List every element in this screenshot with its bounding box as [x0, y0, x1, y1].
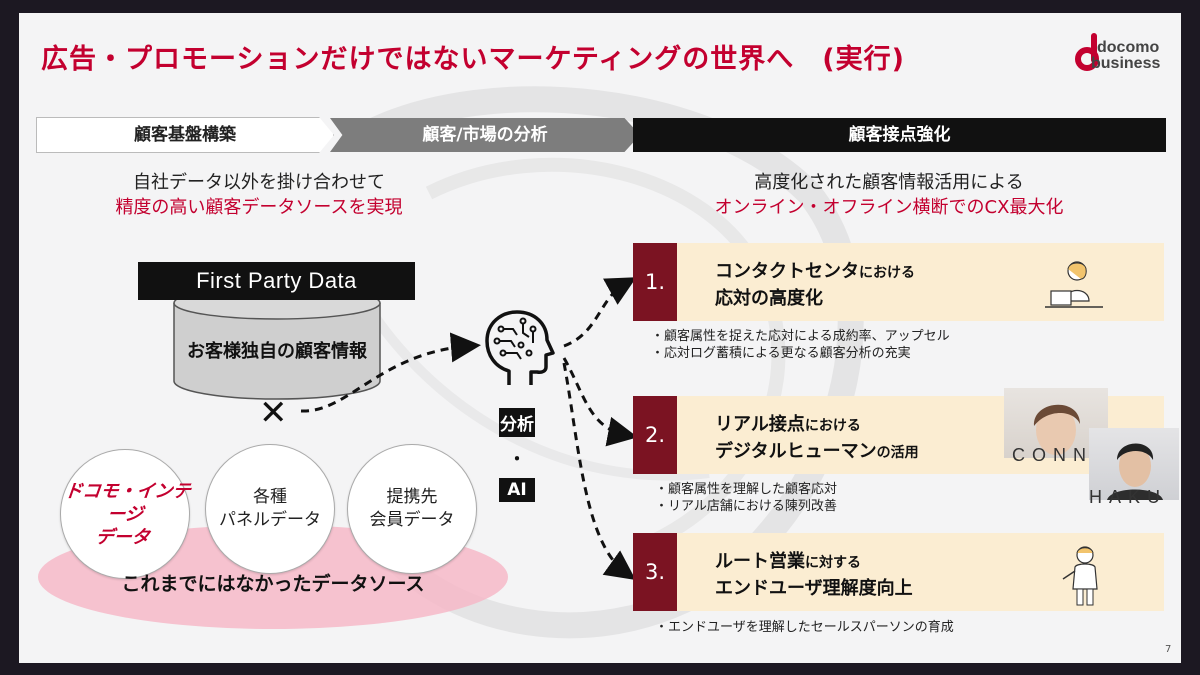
- logo-text-docomo: docomo: [1097, 39, 1160, 56]
- right-subtitle-line2: オンライン・オフライン横断でのCX最大化: [714, 197, 1064, 218]
- haku-label: HAKU: [1089, 487, 1168, 507]
- card-3-head1: ルート営業: [715, 551, 805, 572]
- card-2-bullet-2: ・リアル店舗における陳列改善: [655, 499, 837, 514]
- arrow-to-card1: [563, 277, 637, 348]
- card-3-bullet-1: ・エンドユーザを理解したセールスパーソンの育成: [655, 620, 954, 635]
- circle-docomo-intage: ドコモ・インテージ データ: [60, 449, 192, 579]
- ai-label-dot: ・: [508, 450, 526, 470]
- slide: 広告・プロモーションだけではないマーケティングの世界へ (実行) docomo …: [19, 13, 1181, 663]
- card-2-heading: リアル接点における デジタルヒューマンの活用: [715, 412, 919, 466]
- card-3-heading: ルート営業に対する エンドユーザ理解度向上: [715, 549, 913, 601]
- left-subtitle: 自社データ以外を掛け合わせて 精度の高い顧客データソースを実現: [79, 170, 439, 220]
- circle-member-data-text: 提携先 会員データ: [369, 487, 455, 530]
- page-number: 7: [1165, 644, 1172, 655]
- card-3-head1-small: に対する: [805, 555, 861, 571]
- card-2-bullets: ・顧客属性を理解した顧客応対 ・リアル店舗における陳列改善: [655, 481, 837, 515]
- card-1-bullet-1: ・顧客属性を捉えた応対による成約率、アップセル: [651, 329, 950, 344]
- ai-label-ai: AI: [499, 478, 535, 502]
- cross-symbol: ✕: [259, 393, 288, 433]
- card-contact-center: 1. コンタクトセンタにおける 応対の高度化: [633, 243, 1164, 321]
- ai-brain-head-icon: [485, 310, 555, 385]
- logo-text-business: business: [1091, 55, 1161, 72]
- slide-title: 広告・プロモーションだけではないマーケティングの世界へ (実行): [41, 44, 905, 75]
- card-2-head1: リアル接点: [715, 414, 805, 435]
- card-2-head2: デジタルヒューマン: [715, 441, 877, 462]
- ai-label: 分析 ・ AI: [499, 408, 535, 508]
- left-subtitle-line2: 精度の高い顧客データソースを実現: [115, 197, 403, 218]
- operator-illustration-icon: [1045, 261, 1103, 308]
- card-2-head2-small: の活用: [876, 445, 919, 461]
- card-3-bullets: ・エンドユーザを理解したセールスパーソンの育成: [655, 619, 954, 636]
- digital-human-haku-photo: [1089, 428, 1179, 500]
- right-subtitle: 高度化された顧客情報活用による オンライン・オフライン横断でのCX最大化: [659, 170, 1119, 220]
- card-3-head2: エンドユーザ理解度向上: [715, 578, 913, 599]
- docomo-d-icon: [1075, 33, 1099, 71]
- card-2-head1-small: における: [804, 418, 861, 434]
- card-1-bullet-2: ・応対ログ蓄積による更なる顧客分析の充実: [651, 346, 911, 361]
- docomo-business-logo: docomo business: [1071, 29, 1175, 75]
- flow-arrows: [300, 277, 638, 580]
- card-2-number: 2.: [633, 396, 677, 474]
- step-analysis: 顧客/市場の分析: [330, 118, 640, 152]
- salesperson-illustration-icon: [1062, 546, 1098, 606]
- haku-face-icon: [1107, 443, 1163, 500]
- card-1-head1-small: における: [859, 265, 915, 281]
- step-touchpoint: 顧客接点強化: [633, 118, 1166, 152]
- card-1-head2: 応対の高度化: [715, 288, 823, 309]
- arrow-to-ai: [300, 332, 481, 413]
- card-route-sales: 3. ルート営業に対する エンドユーザ理解度向上: [633, 533, 1164, 611]
- circle-panel-data-text: 各種 パネルデータ: [219, 487, 321, 530]
- card-1-heading: コンタクトセンタにおける 応対の高度化: [715, 259, 915, 311]
- left-subtitle-line1: 自社データ以外を掛け合わせて: [133, 172, 385, 193]
- card-3-number: 3.: [633, 533, 677, 611]
- conn-label: CONN: [1012, 445, 1093, 465]
- card-1-bullets: ・顧客属性を捉えた応対による成約率、アップセル ・応対ログ蓄積による更なる顧客分…: [651, 328, 950, 362]
- circle-member-data: 提携先 会員データ: [347, 444, 477, 574]
- first-party-data-label: First Party Data: [138, 262, 415, 300]
- right-subtitle-line1: 高度化された顧客情報活用による: [754, 172, 1024, 193]
- circle-panel-data: 各種 パネルデータ: [205, 444, 335, 574]
- card-1-head1: コンタクトセンタ: [715, 261, 859, 282]
- card-1-number: 1.: [633, 243, 677, 321]
- cylinder-text: お客様独自の顧客情報: [187, 341, 367, 362]
- ai-label-analysis: 分析: [499, 408, 535, 437]
- step-customer-base: 顧客基盤構築: [36, 117, 334, 153]
- arrow-to-card3: [562, 362, 636, 580]
- conn-face-icon: [1033, 404, 1080, 455]
- pink-ellipse-text: これまでにはなかったデータソース: [121, 573, 425, 595]
- card-2-bullet-1: ・顧客属性を理解した顧客応対: [655, 482, 838, 497]
